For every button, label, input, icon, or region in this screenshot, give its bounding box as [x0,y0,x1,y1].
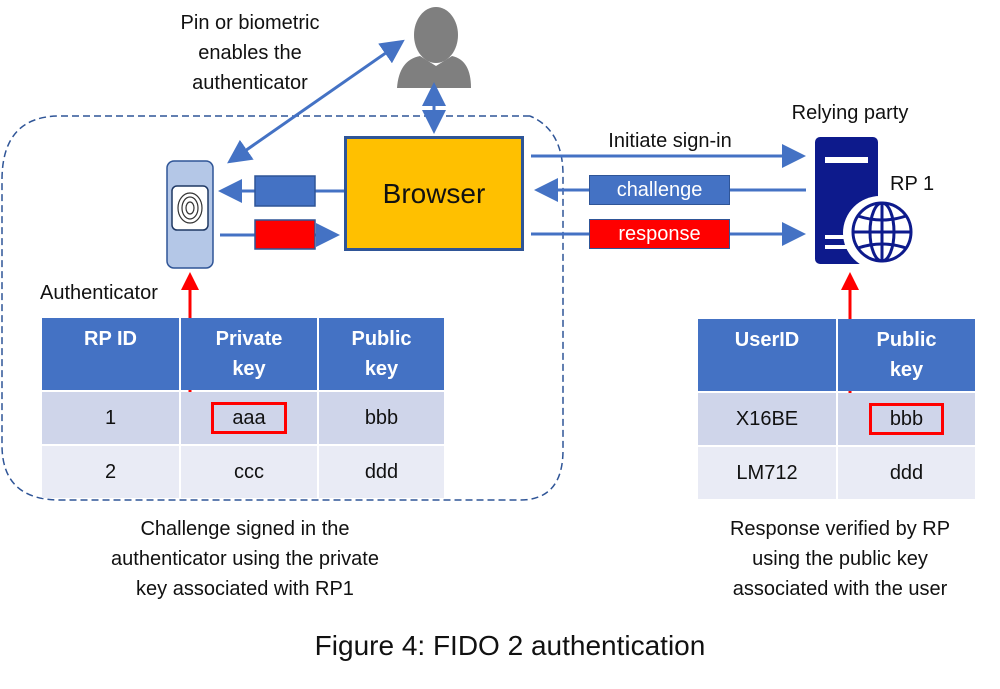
table-row: 2 ccc ddd [42,446,444,498]
left-note-line: Challenge signed in the [140,518,350,540]
authenticator-label: Authenticator [40,282,158,304]
right-note-line: Response verified by RP [729,518,951,540]
response-label: response [618,222,701,245]
client-boundary [1,115,564,501]
table-row: 1 aaa bbb [42,392,444,444]
left-note: Challenge signed in the authenticator us… [60,514,430,604]
challenge-box-internal [254,175,316,207]
left-note-line: key associated with RP1 [136,578,354,600]
column-header-user-id: UserID [698,319,836,391]
cell-public-key: bbb [319,392,444,444]
highlighted-public-key: bbb [868,403,945,435]
cell-user-id: X16BE [698,393,836,445]
response-box: response [589,219,730,249]
cell-rp-id: 1 [42,392,179,444]
initiate-signin-label: Initiate sign-in [608,130,732,152]
user-icon [397,7,471,88]
user-note-line: authenticator [192,72,308,94]
user-authenticator-arrow [227,39,405,164]
globe-icon [843,196,917,270]
user-note-line: Pin or biometric [180,12,320,34]
right-note-line: associated with the user [732,578,948,600]
cell-rp-id: 2 [42,446,179,498]
cell-public-key: ddd [838,447,975,499]
right-note: Response verified by RP using the public… [680,514,1000,604]
rp-name-label: RP 1 [890,173,935,195]
cell-public-key: ddd [319,446,444,498]
cell-private-key: aaa [181,392,317,444]
figure-caption: Figure 4: FIDO 2 authentication [314,630,706,661]
cell-user-id: LM712 [698,447,836,499]
fingerprint-icon [177,192,203,224]
table-row: LM712 ddd [698,447,975,499]
browser-box: Browser [344,136,524,251]
challenge-box: challenge [589,175,730,205]
cell-private-key: ccc [181,446,317,498]
right-note-line: using the public key [752,548,928,570]
challenge-label: challenge [616,178,703,201]
left-note-line: authenticator using the private [111,548,379,570]
relying-party-label: Relying party [791,102,909,124]
user-note: Pin or biometric enables the authenticat… [150,8,350,98]
user-note-line: enables the [198,42,302,64]
table-row: X16BE bbb [698,393,975,445]
browser-label: Browser [382,177,486,209]
response-box-internal [254,219,316,250]
cell-public-key: bbb [838,393,975,445]
authenticator-device [166,160,214,269]
column-header-rp-id: RP ID [42,318,179,390]
highlighted-private-key: aaa [211,402,287,434]
